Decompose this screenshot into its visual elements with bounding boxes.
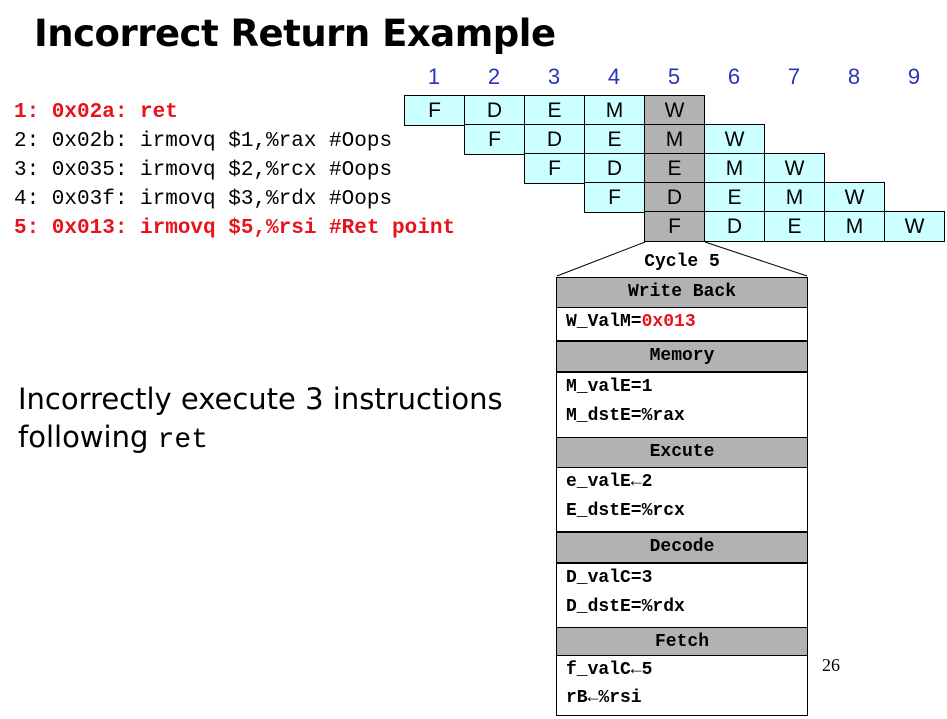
memory-line-1: M_valE=1 — [566, 377, 653, 397]
write-back-line: W_ValM=0x013 — [566, 312, 696, 332]
pipeline-stage-cell: D — [644, 182, 705, 213]
cycle-number: 5 — [667, 64, 681, 89]
memory-header: Memory — [556, 341, 808, 372]
pipeline-stage-cell: E — [704, 182, 765, 213]
slide-title: Incorrect Return Example — [34, 12, 556, 55]
instruction-label: 3: 0x035: irmovq $2,%rcx #Oops — [14, 159, 393, 182]
write-back-header: Write Back — [556, 277, 808, 308]
pipeline-stage-cell: M — [644, 124, 705, 155]
pipeline-stage-cell: E — [764, 211, 825, 242]
pipeline-stage-cell: E — [644, 153, 705, 184]
cycle-number: 2 — [487, 64, 501, 89]
cycle-number: 7 — [787, 64, 801, 89]
instruction-label: 5: 0x013: irmovq $5,%rsi #Ret point — [14, 217, 456, 240]
pipeline-stage-cell: E — [524, 95, 585, 126]
pipeline-stage-cell: F — [404, 95, 465, 126]
zoom-line-left — [556, 241, 646, 277]
memory-line-2: M_dstE=%rax — [566, 406, 685, 426]
fetch-line-2: rB←%rsi — [566, 688, 642, 708]
execute-header: Excute — [556, 437, 808, 468]
pipeline-stage-cell: M — [824, 211, 885, 242]
cycle-detail-label: Cycle 5 — [644, 252, 720, 272]
cycle-number: 4 — [607, 64, 621, 89]
pipeline-stage-cell: F — [464, 124, 525, 155]
fetch-header: Fetch — [556, 627, 808, 658]
fetch-body: f_valC←5 rB←%rsi — [556, 655, 808, 716]
cycle-number: 8 — [847, 64, 861, 89]
cycle-number: 1 — [427, 64, 441, 89]
memory-body: M_valE=1 M_dstE=%rax — [556, 372, 808, 438]
execute-line-2: E_dstE=%rcx — [566, 501, 685, 521]
zoom-line-right — [704, 241, 808, 277]
execute-body: e_valE←2 E_dstE=%rcx — [556, 467, 808, 532]
cycle-number: 6 — [727, 64, 741, 89]
pipeline-stage-cell: D — [704, 211, 765, 242]
pipeline-stage-cell: M — [584, 95, 645, 126]
note-line-2: following ret — [18, 418, 503, 460]
note-line-2-code: ret — [157, 425, 209, 456]
instruction-label: 2: 0x02b: irmovq $1,%rax #Oops — [14, 130, 393, 153]
decode-header: Decode — [556, 532, 808, 563]
pipeline-stage-cell: F — [644, 211, 705, 242]
instruction-label: 1: 0x02a: ret — [14, 101, 178, 124]
pipeline-stage-cell: W — [824, 182, 885, 213]
fetch-line-1: f_valC←5 — [566, 660, 653, 680]
pipeline-stage-cell: F — [584, 182, 645, 213]
write-back-prefix: W_ValM= — [566, 312, 642, 332]
cycle-number: 3 — [547, 64, 561, 89]
decode-line-2: D_dstE=%rdx — [566, 597, 685, 617]
pipeline-stage-cell: W — [764, 153, 825, 184]
note-line-2-prefix: following — [18, 420, 158, 454]
decode-line-1: D_valC=3 — [566, 568, 653, 588]
write-back-value: 0x013 — [641, 312, 696, 332]
note-line-1: Incorrectly execute 3 instructions — [18, 382, 503, 416]
pipeline-stage-cell: F — [524, 153, 585, 184]
pipeline-stage-cell: W — [884, 211, 945, 242]
decode-body: D_valC=3 D_dstE=%rdx — [556, 563, 808, 628]
pipeline-stage-cell: D — [464, 95, 525, 126]
write-back-body: W_ValM=0x013 — [556, 307, 808, 341]
page-number: 26 — [822, 655, 840, 675]
explanation-note: Incorrectly execute 3 instructions follo… — [18, 380, 503, 460]
instruction-label: 4: 0x03f: irmovq $3,%rdx #Oops — [14, 188, 393, 211]
pipeline-stage-cell: W — [644, 95, 705, 126]
execute-line-1: e_valE←2 — [566, 472, 653, 492]
pipeline-stage-cell: D — [524, 124, 585, 155]
cycle-number: 9 — [907, 64, 921, 89]
